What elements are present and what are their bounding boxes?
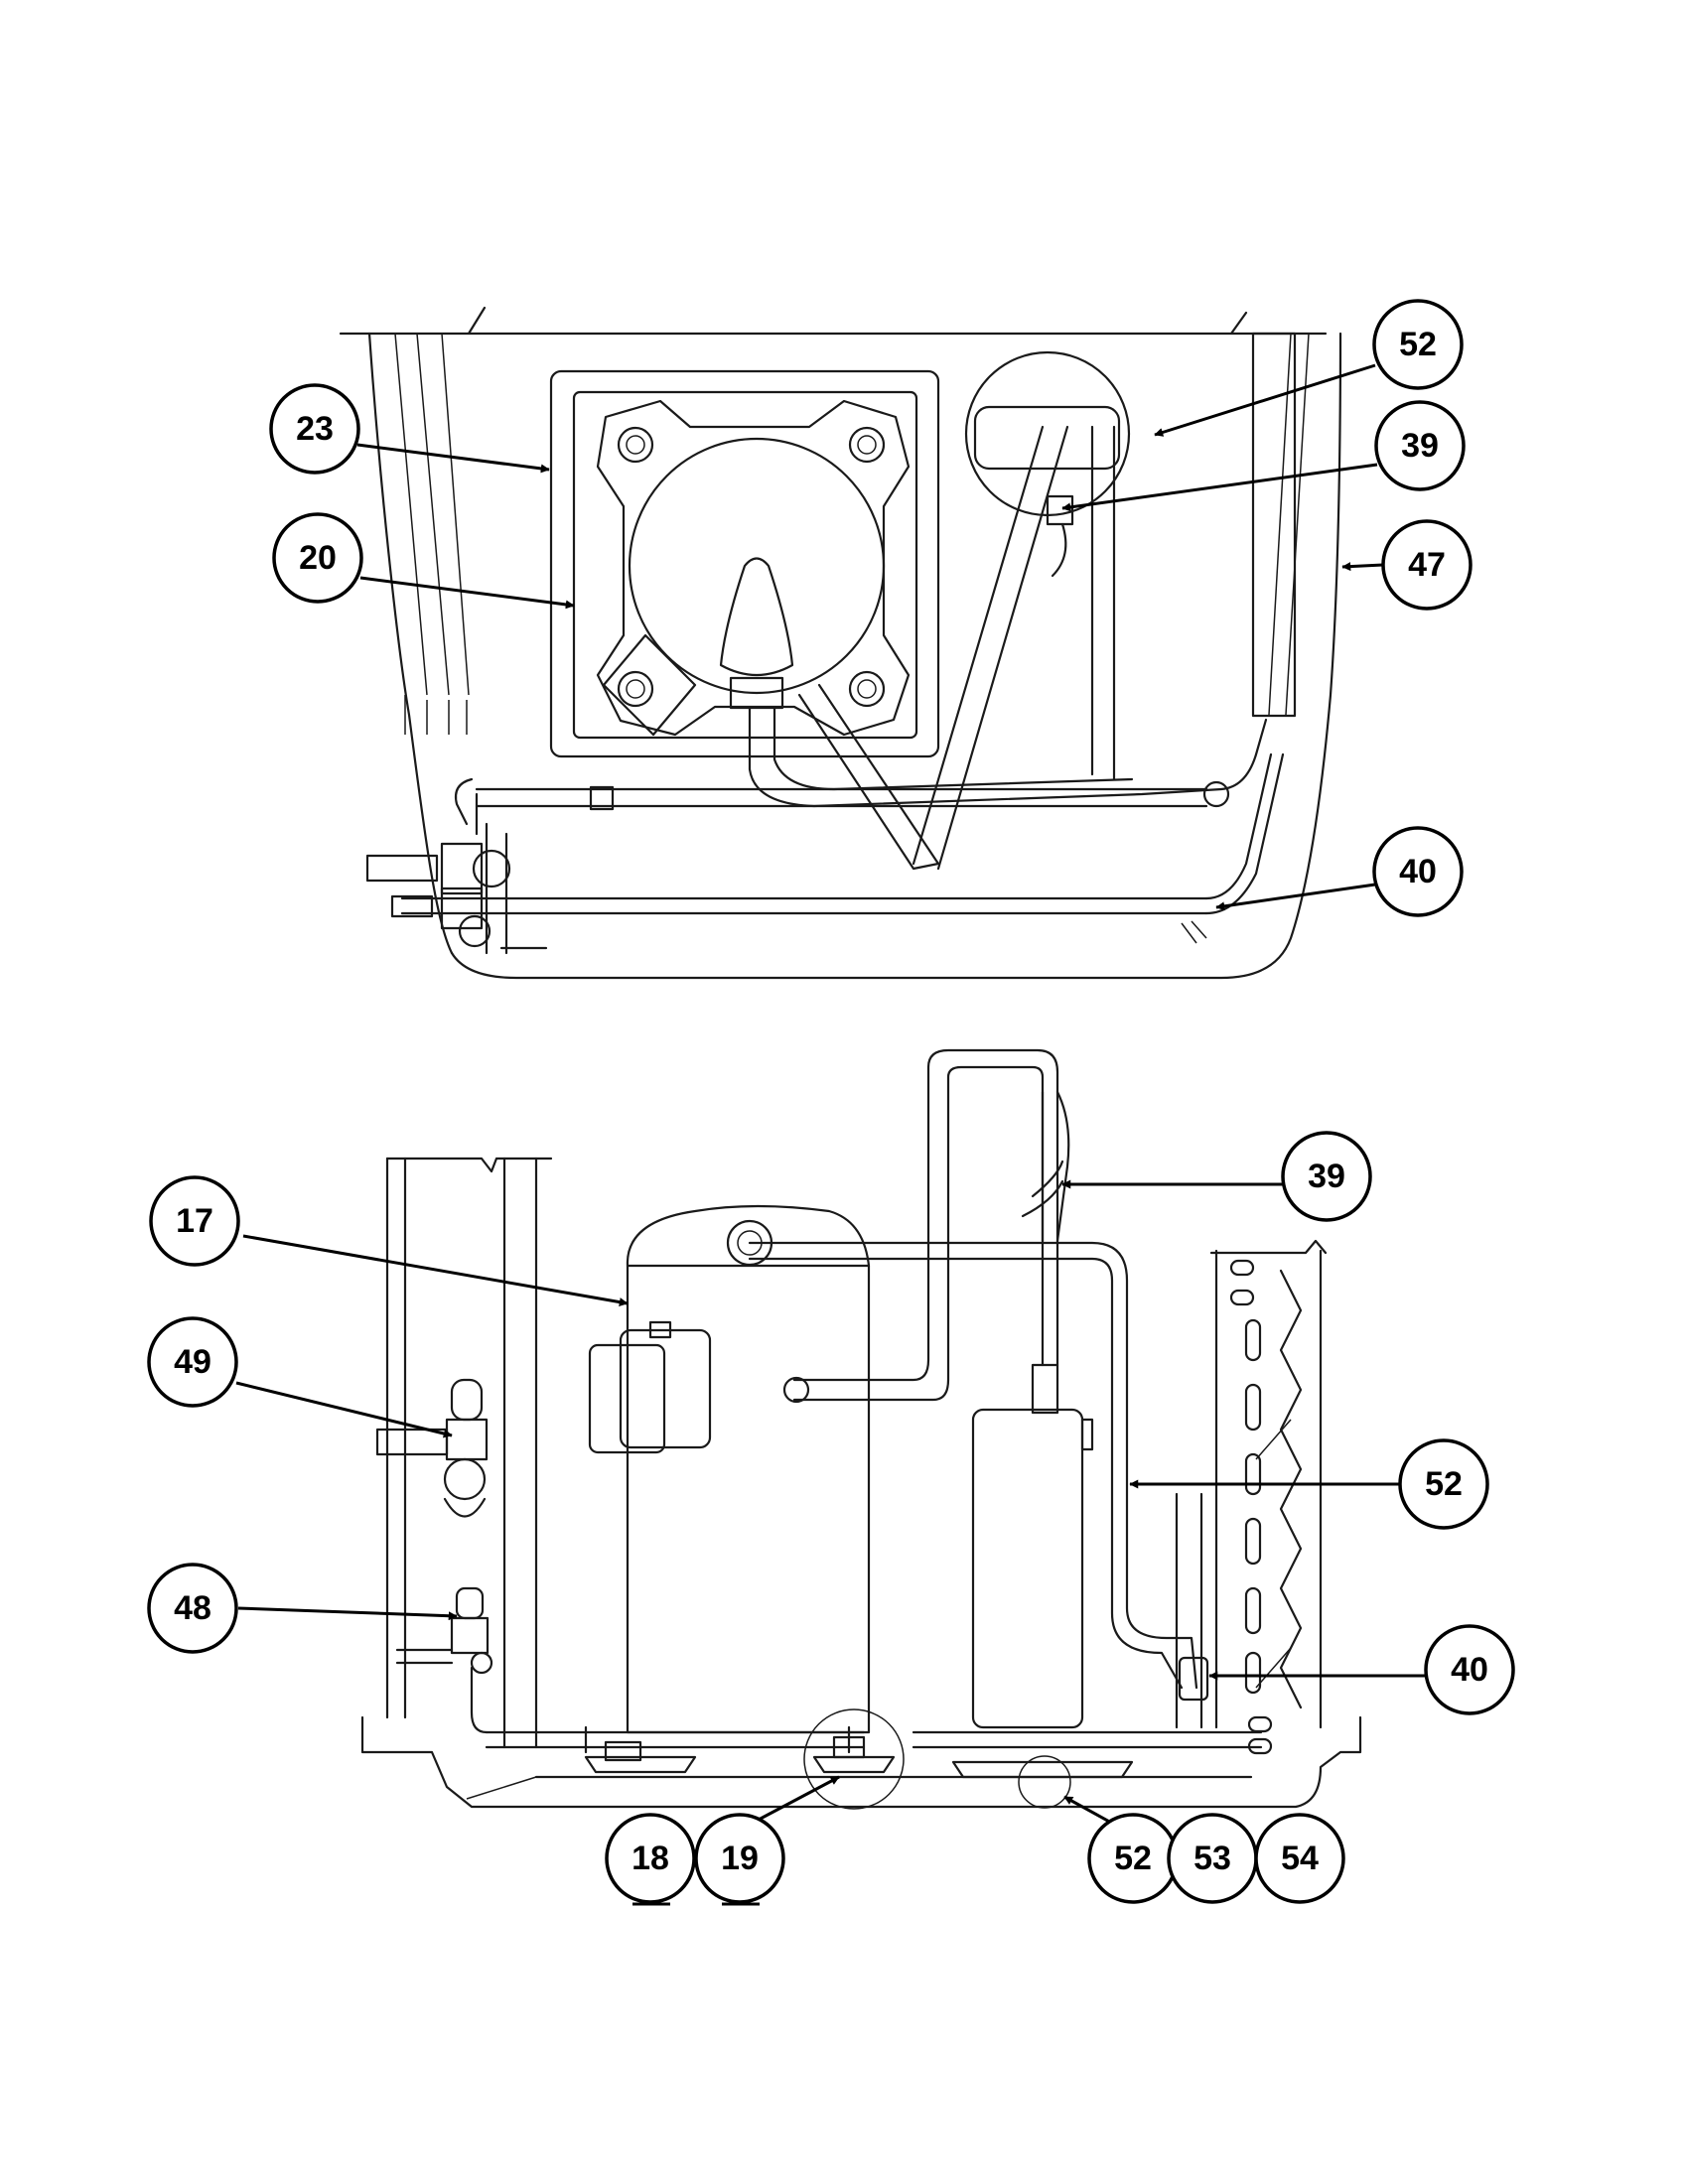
callout-label: 54 [1281,1840,1319,1877]
callout-52-bottom-side: 52 [1087,1813,1179,1904]
leader-52-top [1154,363,1376,437]
top-refrigerant-tubing [400,425,1285,955]
callout-label: 52 [1114,1840,1152,1877]
leader-49-side [235,1381,453,1438]
top-compressor-compartment [549,369,940,758]
callout-47-top: 47 [1381,519,1473,611]
callout-label: 40 [1451,1651,1488,1689]
callout-19-side: 19 [694,1813,785,1904]
side-compressor [588,1204,871,1734]
callout-52-side: 52 [1398,1438,1489,1530]
leader-39-top [1061,463,1378,512]
callout-label: 20 [299,539,337,577]
leader-48-side [237,1606,458,1621]
side-frame [385,1157,1328,1749]
callout-label: 52 [1399,326,1437,363]
side-refrigerant-tubing [470,1048,1263,1754]
leader-47-top [1341,562,1384,572]
side-condenser-coil [1229,1259,1303,1755]
callout-39-top: 39 [1374,400,1466,491]
leader-40-top [1215,883,1376,911]
callout-label: 53 [1193,1840,1231,1877]
callout-label: 23 [296,410,334,448]
callout-53-side: 53 [1167,1813,1258,1904]
leader-23-top [356,443,550,474]
callout-18-side: 18 [605,1813,696,1904]
callout-label: 39 [1308,1158,1345,1195]
top-service-valves [365,832,548,955]
side-view [360,1048,1362,1810]
callout-label: 47 [1408,546,1446,584]
top-accumulator [964,350,1131,578]
callout-label: 49 [174,1343,211,1381]
top-cabinet-outline [339,306,1342,980]
callout-17-side: 17 [149,1175,240,1267]
callout-label: 52 [1425,1465,1463,1503]
callout-54-side: 54 [1254,1813,1345,1904]
side-mounting-feet [584,1708,1134,1810]
callout-39-side: 39 [1281,1131,1372,1222]
leader-17-side [242,1234,629,1307]
callout-label: 18 [632,1840,669,1877]
side-service-valves [375,1378,493,1675]
callout-49-side: 49 [147,1316,238,1408]
callout-52-top: 52 [1372,299,1464,390]
callout-label: 40 [1399,853,1437,890]
leader-lines [235,363,1427,1842]
top-view [339,306,1342,980]
callout-label: 48 [174,1589,211,1627]
callout-label: 19 [721,1840,759,1877]
callout-label: 39 [1401,427,1439,465]
side-accumulator [971,1363,1094,1729]
callout-23-top: 23 [269,383,360,475]
leader-20-top [359,576,575,610]
callout-40-side: 40 [1424,1624,1515,1715]
callout-48-side: 48 [147,1563,238,1654]
callout-label: 17 [176,1202,213,1240]
side-base-pan [360,1715,1362,1809]
callout-40-top: 40 [1372,826,1464,917]
callout-20-top: 20 [272,512,363,604]
coil-header [1251,332,1297,718]
